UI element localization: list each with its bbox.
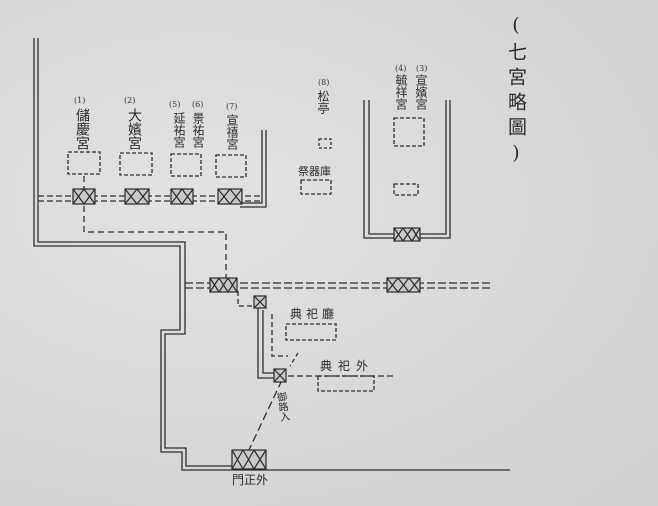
pavilion-label: 松亭 xyxy=(316,90,330,114)
shrine-label-3: 宣嬪宮 xyxy=(414,74,428,110)
gate-2 xyxy=(124,188,150,205)
shrine-number: (7) xyxy=(226,102,238,111)
shrine-label-7: 宣禧宮 xyxy=(225,114,239,150)
gate-7 xyxy=(386,277,421,293)
shrine-number: (5) xyxy=(169,100,181,109)
shrine-label-5: 延祐宮 xyxy=(172,112,186,148)
gate-4 xyxy=(217,188,243,205)
gate-1 xyxy=(72,188,96,205)
shrine-number: (3) xyxy=(416,64,428,73)
pavilion-number: (8) xyxy=(318,78,330,87)
storage-label: 祭器庫 xyxy=(298,165,331,178)
shrine-number: (4) xyxy=(395,64,407,73)
gate-5 xyxy=(393,227,421,242)
shrine-label-1: 儲慶宮 xyxy=(74,108,90,150)
office-inner-label: 典祀廳 xyxy=(290,307,339,321)
shrine-number: (1) xyxy=(74,96,86,105)
gates xyxy=(72,188,421,470)
map-title: (七宮略圖) xyxy=(505,14,527,170)
shrine-label-6: 景祐宮 xyxy=(191,112,205,148)
shrine-label-4: 毓祥宮 xyxy=(394,74,408,110)
main-gate-label: 門正外 xyxy=(232,473,269,487)
gate-main xyxy=(231,449,267,470)
shrine-number: (6) xyxy=(192,100,204,109)
gate-6 xyxy=(209,277,238,293)
shrine-label-2: 大嬪宮 xyxy=(126,108,142,150)
compound-wall-right xyxy=(240,130,263,204)
gate-8 xyxy=(253,295,267,309)
gate-3 xyxy=(170,188,194,205)
gate-9 xyxy=(273,368,287,383)
outer-wall xyxy=(33,38,510,471)
shrine-number: (2) xyxy=(124,96,136,105)
office-outer-label: 典祀外 xyxy=(320,359,375,373)
